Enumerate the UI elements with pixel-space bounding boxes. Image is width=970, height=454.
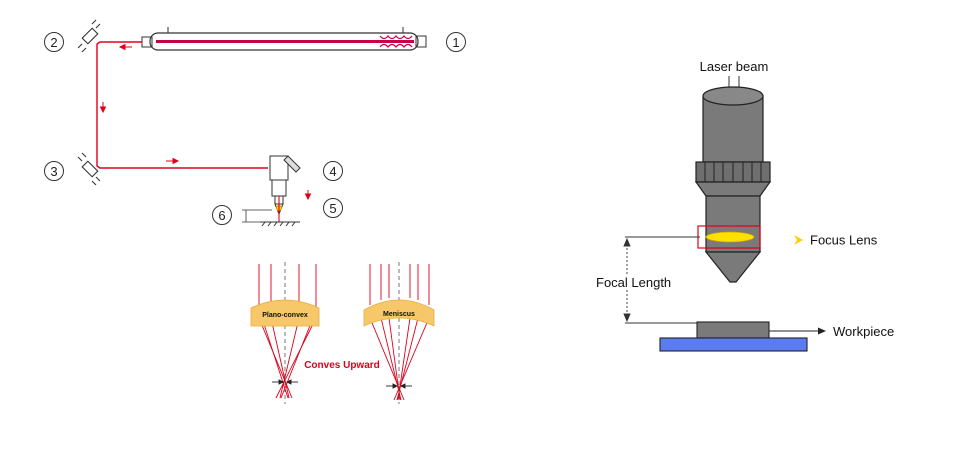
- laser-tube: [141, 27, 427, 51]
- beam-direction-arrows: [99, 43, 312, 201]
- plano-convex-lens-figure: Plano-convex: [250, 262, 320, 404]
- svg-text:6: 6: [218, 208, 225, 223]
- meniscus-lens-figure: Meniscus: [363, 262, 435, 404]
- marker-4: 4: [323, 161, 343, 181]
- mirror-2-icon: [77, 19, 101, 53]
- marker-6: 6: [212, 205, 232, 225]
- workpiece-label: Workpiece: [833, 324, 894, 339]
- svg-text:4: 4: [329, 164, 336, 179]
- focus-lens-pointer-icon: [794, 235, 803, 245]
- focus-head-diagram: Laser beam Focus Lens: [596, 59, 894, 352]
- svg-text:2: 2: [50, 35, 57, 50]
- svg-text:5: 5: [329, 201, 336, 216]
- lens-comparison: Plano-convex Meniscus: [250, 262, 435, 404]
- marker-2: 2: [44, 32, 64, 52]
- focal-length-dimension: [623, 237, 631, 323]
- laser-beam-label: Laser beam: [700, 59, 769, 74]
- meniscus-label: Meniscus: [383, 311, 415, 318]
- beam-path-lines: [96, 41, 268, 169]
- plano-convex-label: Plano-convex: [262, 312, 308, 319]
- cutting-head-icon: [242, 155, 301, 227]
- conves-upward-caption: Conves Upward: [304, 360, 380, 371]
- focus-lens-label: Focus Lens: [810, 233, 878, 248]
- svg-text:1: 1: [452, 35, 459, 50]
- focal-length-label: Focal Length: [596, 275, 671, 290]
- marker-1: 1: [446, 32, 466, 52]
- workpiece-block: [696, 321, 770, 339]
- beam-path-schematic: 1 2 3 4 5 6: [44, 19, 466, 227]
- marker-3: 3: [44, 161, 64, 181]
- svg-text:3: 3: [50, 164, 57, 179]
- mirror-3-icon: [77, 152, 101, 186]
- marker-5: 5: [323, 198, 343, 218]
- work-table: [659, 337, 808, 352]
